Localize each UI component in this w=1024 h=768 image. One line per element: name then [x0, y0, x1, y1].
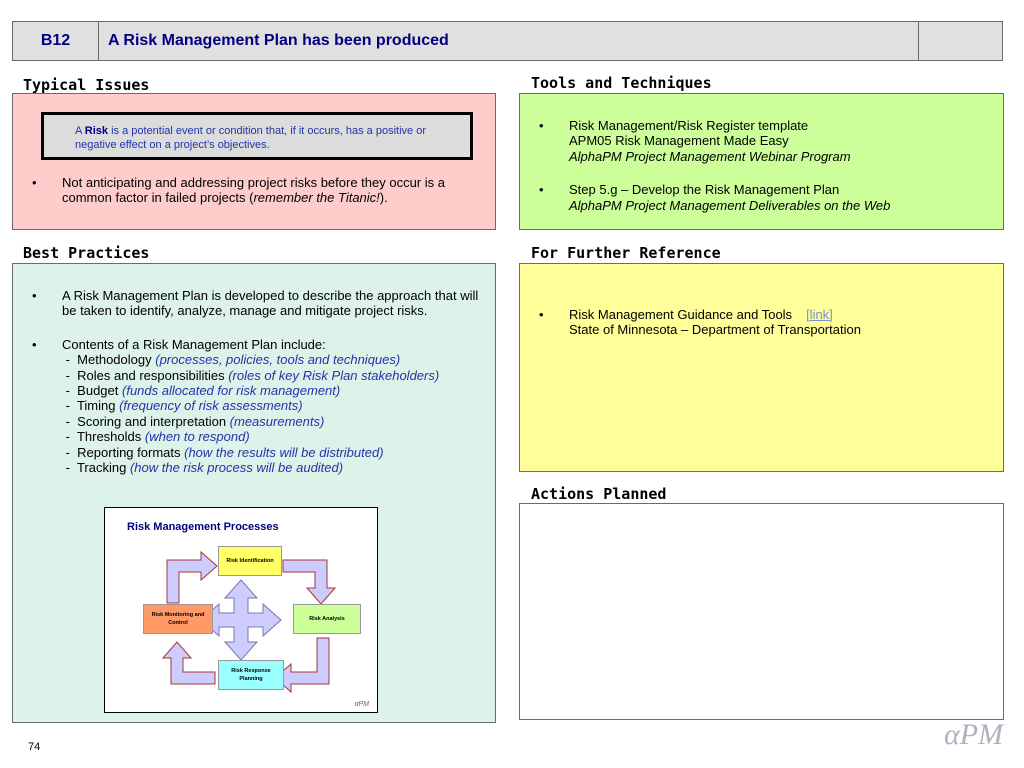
content-note: (how the results will be distributed): [184, 444, 384, 460]
content-label: Scoring and interpretation: [77, 413, 227, 429]
definition-term: Risk: [84, 125, 109, 137]
typical-issues-title: Typical Issues: [23, 76, 150, 94]
best-practices-title: Best Practices: [23, 244, 150, 262]
content-note: (frequency of risk assessments): [119, 398, 303, 414]
tool-source: AlphaPM Project Management Deliverables …: [569, 197, 891, 213]
definition-prefix: A: [75, 125, 85, 137]
typical-issues-list: • Not anticipating and addressing projec…: [24, 175, 484, 224]
tool-line: APM05 Risk Management Made Easy: [569, 133, 789, 149]
list-item: • A Risk Management Plan is developed to…: [24, 288, 484, 319]
bullet-dot: •: [539, 307, 544, 322]
node-risk-identification: Risk Identification: [218, 546, 282, 576]
issue-text: Not anticipating and addressing project …: [62, 175, 445, 206]
content-note: (roles of key Risk Plan stakeholders): [228, 367, 440, 383]
tool-line: Step 5.g – Develop the Risk Management P…: [569, 182, 840, 198]
slide-code: B12: [13, 22, 99, 60]
content-note: (when to respond): [144, 429, 250, 445]
content-note: (processes, policies, tools and techniqu…: [155, 352, 401, 368]
tools-list: • Risk Management/Risk Register template…: [531, 118, 991, 231]
risk-definition-box: A Risk is a potential event or condition…: [41, 112, 473, 160]
bullet-dot: •: [539, 118, 544, 133]
further-reference-title: For Further Reference: [531, 244, 721, 262]
issue-suffix: ).: [379, 190, 388, 206]
typical-issues-box: A Risk is a potential event or condition…: [12, 93, 496, 230]
list-item: • Risk Management/Risk Register template…: [531, 118, 991, 164]
cycle-arrow-icon: [161, 641, 216, 685]
tools-box: • Risk Management/Risk Register template…: [519, 93, 1004, 230]
header-bar: B12 A Risk Management Plan has been prod…: [12, 21, 1003, 61]
reference-list: • Risk Management Guidance and Tools [lin…: [531, 307, 991, 356]
actions-planned-box[interactable]: [519, 503, 1004, 720]
content-note: (how the risk process will be audited): [129, 460, 344, 476]
diagram-title: Risk Management Processes: [127, 521, 279, 533]
bullet-dot: •: [539, 182, 544, 198]
tools-title: Tools and Techniques: [531, 74, 712, 92]
list-item: • Contents of a Risk Management Plan inc…: [24, 337, 484, 476]
content-label: Roles and responsibilities: [77, 367, 225, 383]
reference-text: Risk Management Guidance and Tools: [569, 307, 793, 322]
practice-intro: Contents of a Risk Management Plan inclu…: [62, 336, 326, 352]
plan-content-item: - Scoring and interpretation (measuremen…: [62, 413, 325, 429]
node-risk-response: Risk Response Planning: [218, 660, 284, 690]
list-item: • Risk Management Guidance and Tools [lin…: [531, 307, 991, 338]
four-way-arrow-icon: [200, 579, 282, 661]
cycle-arrow-icon: [282, 559, 337, 605]
content-label: Reporting formats: [77, 444, 181, 460]
bullet-dot: •: [32, 336, 37, 352]
page-number: 74: [28, 741, 41, 753]
best-practices-box: • A Risk Management Plan is developed to…: [12, 263, 496, 723]
plan-content-item: - Tracking (how the risk process will be…: [62, 460, 344, 476]
actions-planned-title: Actions Planned: [531, 485, 667, 503]
content-label: Tracking: [76, 460, 127, 476]
bullet-dot: •: [32, 175, 37, 190]
content-label: Budget: [77, 383, 119, 399]
issue-italic: remember the Titanic!: [253, 190, 380, 206]
plan-content-item: - Roles and responsibilities (roles of k…: [62, 367, 440, 383]
plan-content-item: - Budget (funds allocated for risk manag…: [62, 383, 341, 399]
tool-line: Risk Management/Risk Register template: [569, 118, 809, 133]
tool-source: AlphaPM Project Management Webinar Progr…: [569, 148, 851, 164]
bullet-dot: •: [32, 288, 37, 303]
diagram-credit: αPM: [354, 701, 370, 708]
reference-source: State of Minnesota – Department of Trans…: [569, 322, 861, 338]
content-label: Thresholds: [76, 429, 142, 445]
content-note: (funds allocated for risk management): [122, 383, 341, 399]
definition-text: is a potential event or condition that, …: [75, 125, 426, 151]
list-item: • Step 5.g – Develop the Risk Management…: [531, 182, 991, 213]
content-label: Timing: [76, 398, 116, 414]
node-risk-analysis: Risk Analysis: [293, 604, 361, 634]
reference-link[interactable]: [link]: [806, 307, 833, 322]
risk-process-diagram: Risk Management Processes Risk Identific…: [104, 507, 378, 713]
best-practices-list: • A Risk Management Plan is developed to…: [24, 288, 484, 493]
list-item: • Not anticipating and addressing projec…: [24, 175, 484, 206]
slide-title: A Risk Management Plan has been produced: [108, 32, 449, 49]
content-note: (measurements): [229, 413, 325, 429]
plan-content-item: - Reporting formats (how the results wil…: [62, 444, 384, 460]
cycle-arrow-icon: [166, 550, 218, 604]
plan-content-item: - Methodology (processes, policies, tool…: [62, 352, 401, 368]
plan-content-item: - Timing (frequency of risk assessments): [62, 398, 303, 414]
content-label: Methodology: [77, 352, 152, 368]
alphapm-logo: αPM: [944, 718, 1004, 751]
header-end-cell: [918, 22, 1002, 60]
further-reference-box: • Risk Management Guidance and Tools [lin…: [519, 263, 1004, 472]
plan-content-item: - Thresholds (when to respond): [62, 429, 250, 445]
node-risk-monitoring: Risk Monitoring and Control: [143, 604, 213, 634]
practice-text: A Risk Management Plan is developed to d…: [62, 288, 479, 319]
